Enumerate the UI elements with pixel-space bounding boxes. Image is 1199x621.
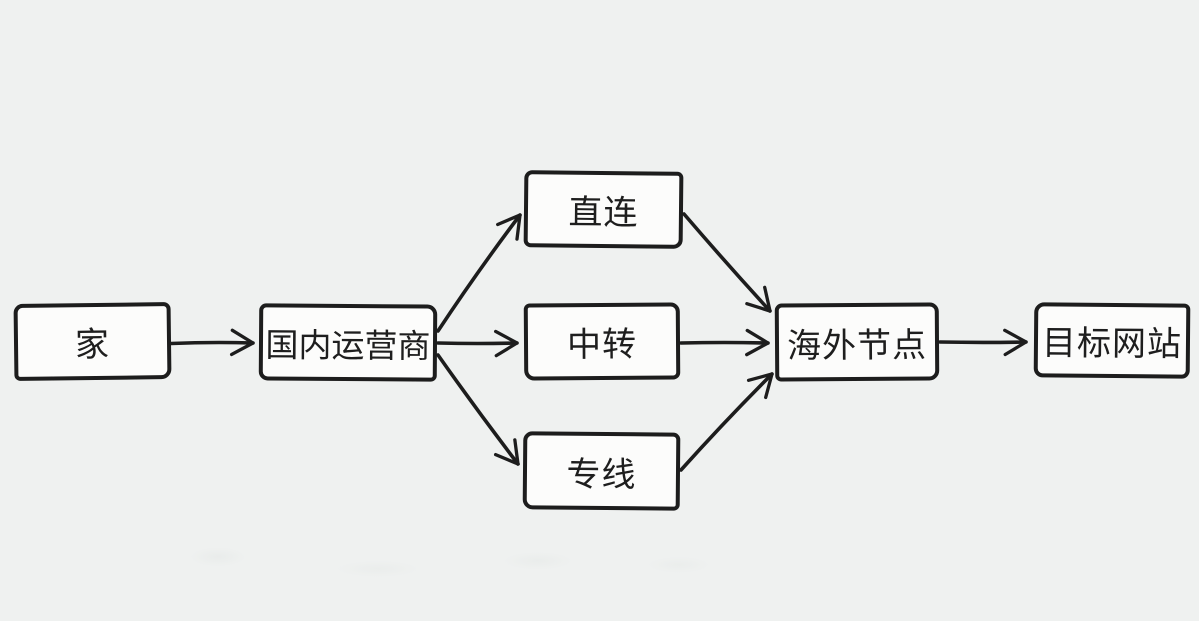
node-overseas-node-label: 海外节点 bbox=[786, 325, 928, 366]
node-overseas-node: 海外节点 bbox=[774, 302, 940, 382]
node-leased-line-label: 专线 bbox=[566, 454, 637, 495]
node-relay: 中转 bbox=[523, 302, 681, 381]
node-direct-connect-label: 直连 bbox=[568, 192, 639, 234]
node-home-label: 家 bbox=[74, 324, 111, 366]
node-target-website-label: 目标网站 bbox=[1041, 323, 1183, 365]
node-direct-connect: 直连 bbox=[523, 170, 684, 249]
edge-isp-to-relay bbox=[436, 329, 519, 358]
edge-leased-to-overseas bbox=[679, 372, 774, 472]
node-domestic-isp-label: 国内运营商 bbox=[265, 324, 431, 366]
edge-direct-to-overseas bbox=[682, 212, 772, 313]
node-home: 家 bbox=[13, 302, 172, 381]
edge-relay-to-overseas bbox=[679, 328, 770, 357]
edge-isp-to-leased bbox=[436, 353, 520, 466]
node-relay-label: 中转 bbox=[566, 324, 638, 366]
node-domestic-isp: 国内运营商 bbox=[258, 303, 438, 382]
node-target-website: 目标网站 bbox=[1033, 302, 1191, 379]
node-leased-line: 专线 bbox=[522, 431, 681, 511]
edge-isp-to-direct bbox=[436, 213, 522, 333]
edge-home-to-isp bbox=[169, 328, 255, 357]
